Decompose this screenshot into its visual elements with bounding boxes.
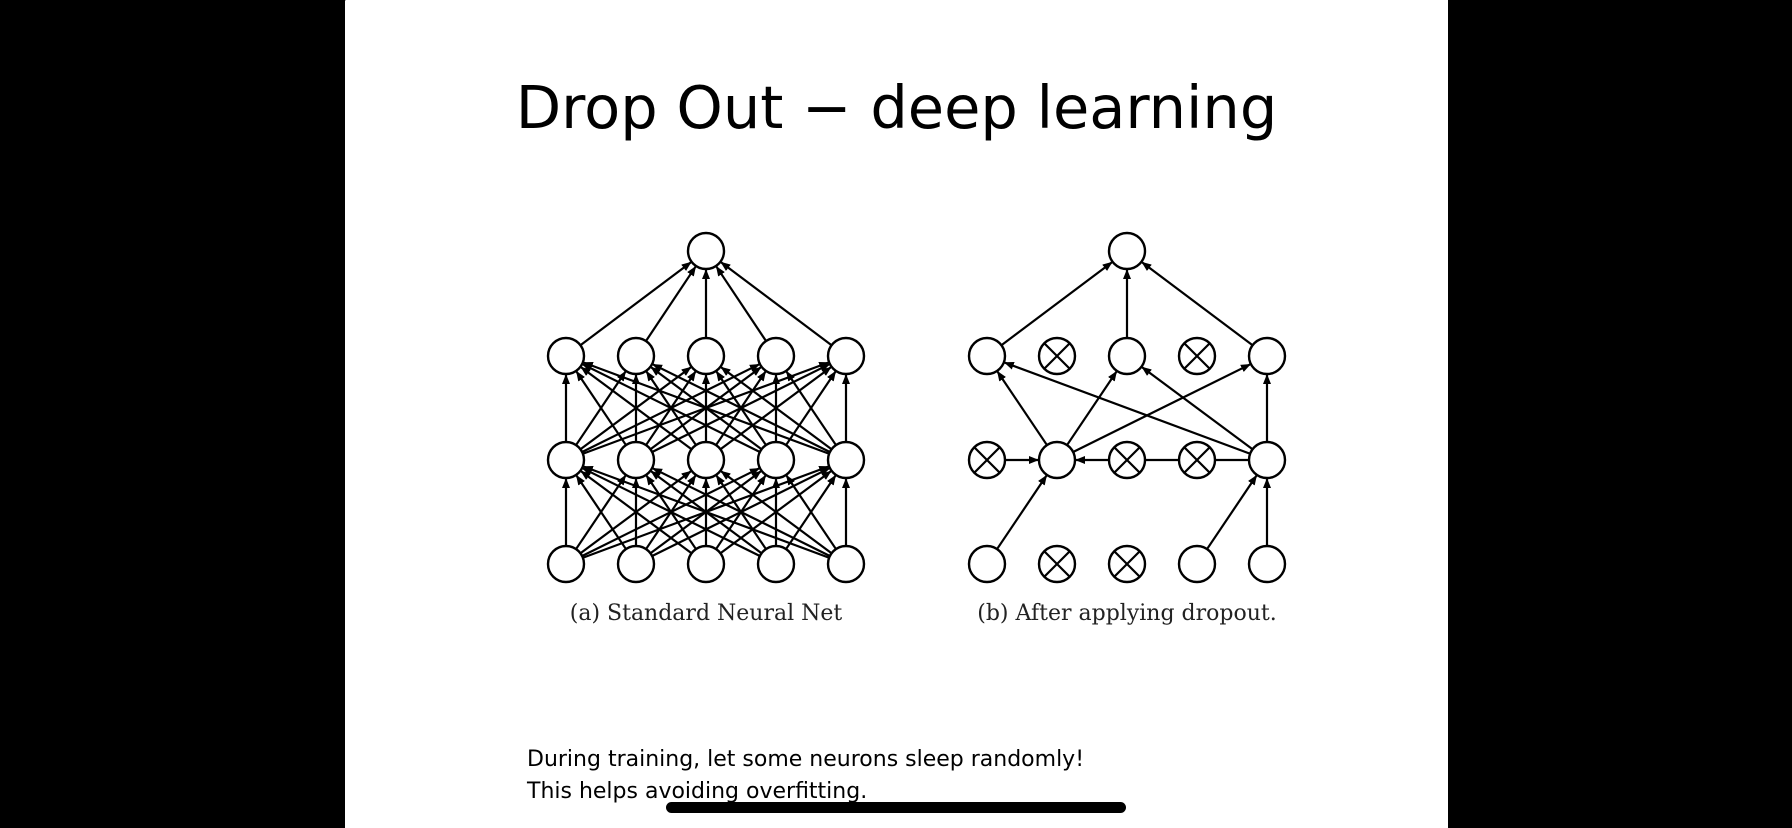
connection-arrow (1141, 261, 1254, 347)
neuron (1247, 544, 1287, 584)
connection-arrow (785, 474, 837, 550)
neuron (616, 336, 656, 376)
neuron (686, 440, 726, 480)
neuron (1037, 440, 1077, 480)
neuron (1107, 336, 1147, 376)
connection-arrow (1072, 363, 1251, 453)
connection-arrow (582, 361, 830, 455)
neuron (1247, 336, 1287, 376)
neuron (756, 440, 796, 480)
connection-arrow (720, 261, 833, 347)
connection-arrow (720, 470, 833, 555)
neuron (546, 440, 586, 480)
connection-arrow (996, 370, 1048, 446)
neuron (826, 440, 866, 480)
neuron (546, 336, 586, 376)
dropout-diagram: (a) Standard Neural Net (b) After applyi… (546, 231, 1287, 626)
connection-arrow (579, 261, 692, 347)
connection-arrow (785, 370, 837, 446)
neuron (826, 336, 866, 376)
neuron (686, 544, 726, 584)
dropout-cross-icon (1183, 446, 1211, 474)
standard-network (546, 231, 866, 584)
connection-arrow (652, 363, 831, 453)
neuron (1107, 231, 1147, 271)
note-line: This helps avoiding overfitting. (527, 779, 868, 804)
neuron (616, 440, 656, 480)
speaker-notes: During training, let some neurons sleep … (527, 744, 1084, 808)
dropout-cross-icon (1183, 342, 1211, 370)
connection-arrow (582, 465, 830, 559)
neuron (546, 544, 586, 584)
connection-arrow (715, 265, 767, 342)
connection-arrow (645, 265, 697, 342)
dropout-network (967, 231, 1287, 584)
neuron (1177, 544, 1217, 584)
slide-title: Drop Out − deep learning (515, 73, 1278, 142)
connection-arrow (1000, 261, 1113, 347)
connection-arrow (652, 467, 831, 557)
connection-arrow (1141, 366, 1254, 451)
dropout-cross-icon (1043, 550, 1071, 578)
neuron (756, 336, 796, 376)
neuron (686, 336, 726, 376)
note-line: During training, let some neurons sleep … (527, 747, 1085, 772)
neuron (686, 231, 726, 271)
caption-standard-net: (a) Standard Neural Net (570, 601, 843, 626)
neuron (616, 544, 656, 584)
connection-arrow (1003, 361, 1251, 455)
connection-arrow (575, 474, 627, 550)
dropout-cross-icon (1113, 550, 1141, 578)
connection-arrow (580, 366, 693, 451)
home-indicator[interactable] (666, 802, 1126, 813)
caption-after-dropout: (b) After applying dropout. (977, 601, 1276, 626)
neuron (756, 544, 796, 584)
neuron (1247, 440, 1287, 480)
dropout-cross-icon (1113, 446, 1141, 474)
connection-arrow (580, 470, 693, 555)
neuron (967, 336, 1007, 376)
connection-arrow (1206, 474, 1258, 550)
connection-arrow (582, 363, 761, 453)
dropout-cross-icon (1043, 342, 1071, 370)
connection-arrow (582, 467, 761, 557)
dropout-cross-icon (973, 446, 1001, 474)
slide: Drop Out − deep learning (a) Standard Ne… (345, 0, 1448, 828)
neuron (826, 544, 866, 584)
connection-arrow (720, 366, 833, 451)
connection-arrow (1066, 370, 1118, 446)
connection-arrow (996, 474, 1048, 550)
connection-arrow (575, 370, 627, 446)
neuron (967, 544, 1007, 584)
